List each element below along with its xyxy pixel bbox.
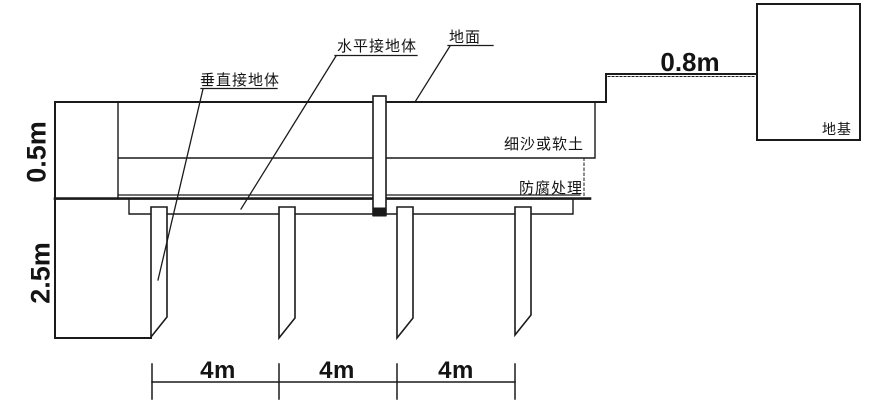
vertical-electrode-3 [396,206,414,341]
label-foundation: 地基 [822,121,852,137]
dimension-0-8m: 0.8m [660,47,720,77]
label-ground-surface: 地面 [449,29,482,46]
label-fine-sand: 细沙或软土 [504,136,585,153]
dimension-4m-chain [151,363,516,400]
vertical-electrode-2 [278,206,296,341]
label-vertical-electrode: 垂直接地体 [200,72,281,89]
foundation-box [756,3,861,141]
terrain-outline [54,73,758,339]
sand-layer-outline [117,101,596,199]
vertical-electrode-4 [514,206,532,338]
label-anticorrosion: 防腐处理 [519,180,584,197]
leader-vertical-electrode [157,88,204,281]
dimension-4m-3: 4m [438,357,474,384]
dimension-2-5m: 2.5m [25,242,56,304]
riser-joint [372,207,387,217]
horizontal-electrode-strip [128,198,574,215]
dimension-4m-2: 4m [319,357,355,384]
label-horizontal-electrode: 水平接地体 [337,38,418,55]
dimension-4m-1: 4m [200,357,236,384]
dimension-0-5m: 0.5m [21,121,52,183]
vertical-electrode-1 [150,206,168,340]
leader-ground-surface [414,45,451,103]
leader-horizontal-electrode [240,55,337,210]
riser-bar [372,95,387,216]
